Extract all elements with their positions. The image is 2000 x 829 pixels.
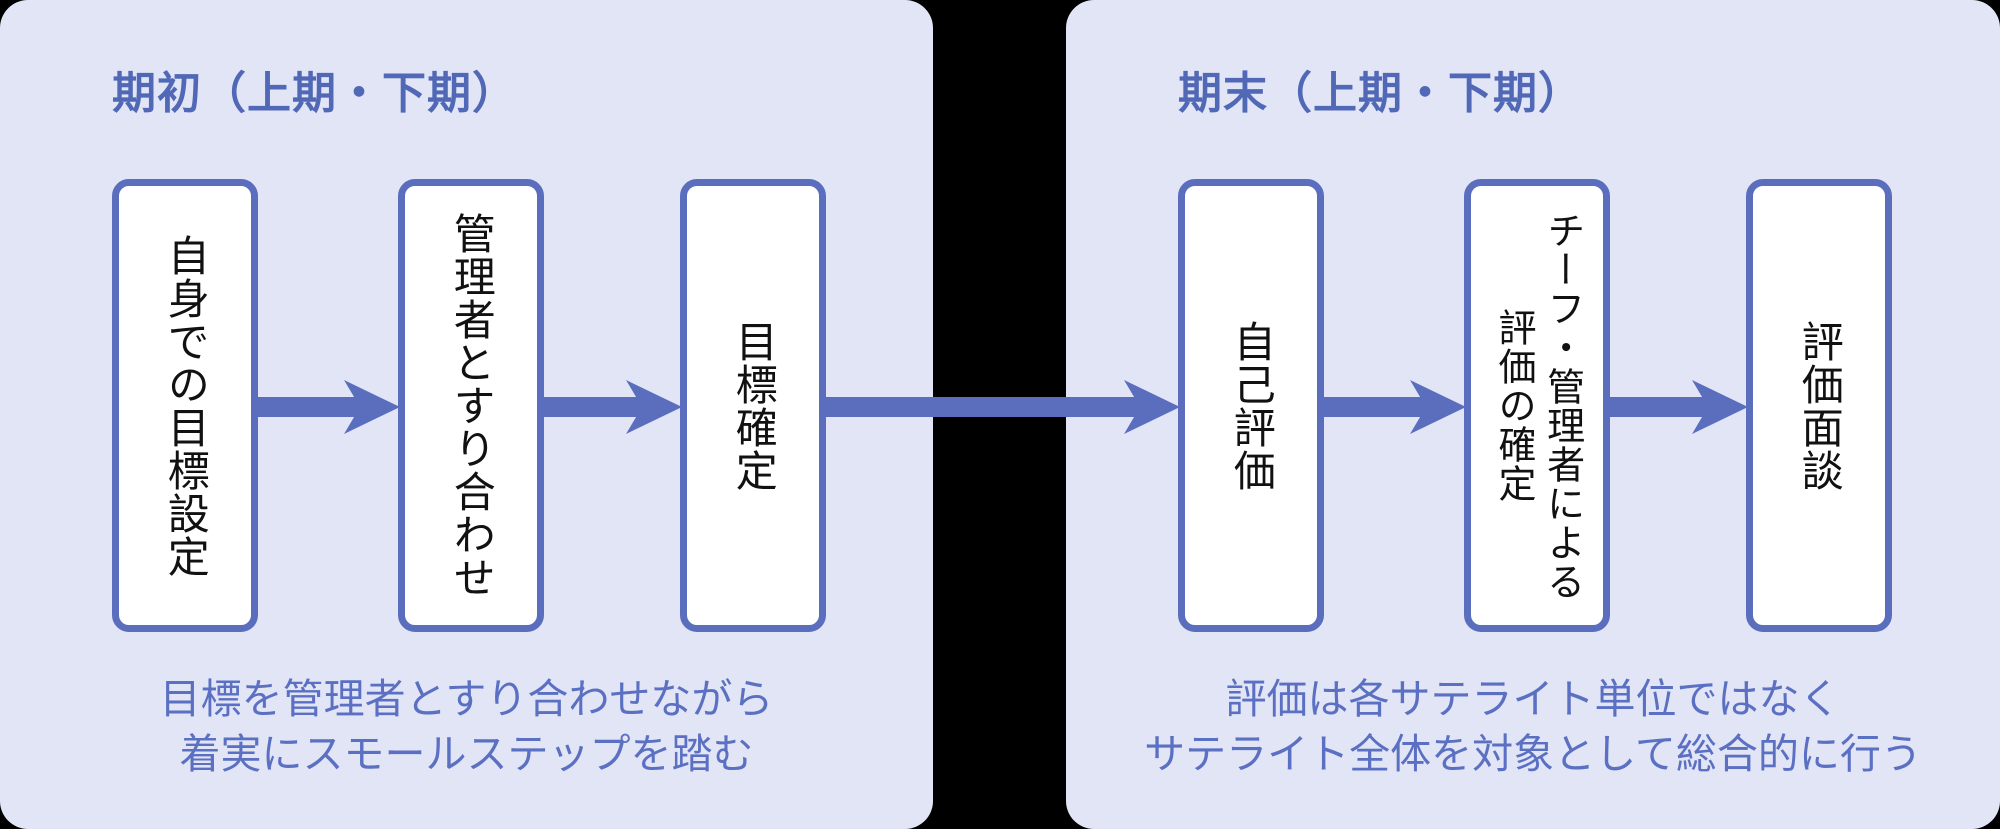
step-box-text: チーフ・管理者による <box>1540 210 1583 601</box>
arrow-step3-to-step4-cross-panel <box>826 380 1180 434</box>
panel-term-start-caption: 目標を管理者とすり合わせながら 着実にスモールステップを踏む <box>0 672 933 782</box>
arrow-step4-to-step5 <box>1324 380 1466 434</box>
panel-term-end-caption: 評価は各サテライト単位ではなく サテライト全体を対象として総合的に行う <box>1066 672 2000 782</box>
step-box-evaluation-interview: 評価面談 <box>1746 179 1892 632</box>
step-box-self-evaluation: 自己評価 <box>1178 179 1324 632</box>
step-box-label: 自己評価 <box>1224 186 1279 625</box>
step-box-text: 目標確定 <box>730 319 778 492</box>
arrow-step5-to-step6 <box>1610 380 1748 434</box>
step-box-text: 自身での目標設定 <box>162 233 210 578</box>
step-box-goal-confirmation: 目標確定 <box>680 179 826 632</box>
step-box-label: 管理者とすり合わせ <box>444 186 499 625</box>
step-box-evaluation-by-chief-manager: チーフ・管理者による 評価の確定 <box>1464 179 1610 632</box>
step-box-text: 管理者とすり合わせ <box>448 212 496 599</box>
panel-term-start-title: 期初（上期・下期） <box>112 69 517 118</box>
arrow-step1-to-step2 <box>258 380 400 434</box>
arrow-step2-to-step3 <box>544 380 682 434</box>
step-box-label: 評価面談 <box>1792 186 1847 625</box>
step-box-label: 自身での目標設定 <box>158 186 213 625</box>
step-box-self-goal-setting: 自身での目標設定 <box>112 179 258 632</box>
step-box-label: チーフ・管理者による 評価の確定 <box>1488 186 1585 625</box>
step-box-text: 評価面談 <box>1796 319 1844 492</box>
caption-line: 着実にスモールステップを踏む <box>179 731 754 777</box>
caption-line: 目標を管理者とすり合わせながら <box>159 676 774 722</box>
step-box-align-with-manager: 管理者とすり合わせ <box>398 179 544 632</box>
step-box-label: 目標確定 <box>726 186 781 625</box>
panel-term-end-title: 期末（上期・下期） <box>1178 69 1583 118</box>
caption-line: サテライト全体を対象として総合的に行う <box>1144 731 1922 777</box>
step-box-text: 自己評価 <box>1228 319 1276 492</box>
caption-line: 評価は各サテライト単位ではなく <box>1225 676 1841 722</box>
step-box-text: 評価の確定 <box>1492 308 1534 503</box>
